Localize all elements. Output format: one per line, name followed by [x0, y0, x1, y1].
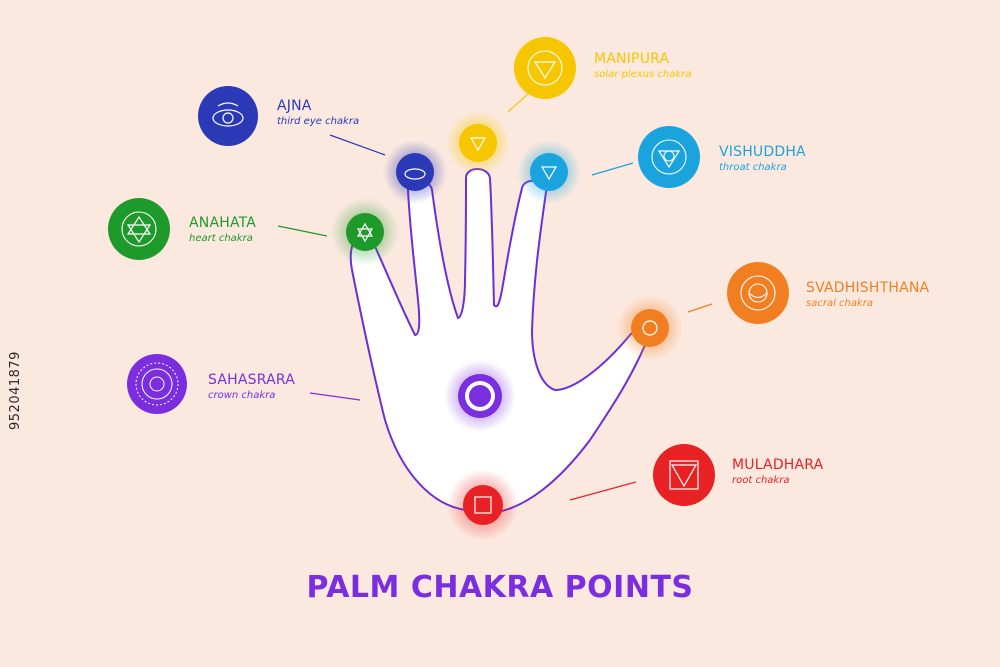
chakra-name-anahata: ANAHATA	[189, 215, 257, 231]
manipura-symbol-icon	[514, 37, 576, 99]
stock-id-text: 952041879	[8, 351, 23, 430]
leader-line-vishuddha	[591, 162, 634, 176]
muladhara-symbol-icon	[653, 444, 715, 506]
chakra-name-sahasrara: SAHASRARA	[208, 372, 295, 388]
label-sahasrara: SAHASRARA crown chakra	[208, 372, 295, 402]
chakra-subtitle-svadhishthana: sacral chakra	[806, 298, 874, 310]
ajna-symbol-icon	[198, 86, 258, 146]
chakra-subtitle-muladhara: root chakra	[732, 475, 790, 487]
label-vishuddha: VISHUDDHA throat chakra	[719, 144, 806, 174]
leader-line-muladhara	[569, 481, 637, 501]
label-manipura: MANIPURA solar plexus chakra	[594, 51, 692, 81]
label-muladhara: MULADHARA root chakra	[732, 457, 824, 487]
chakra-subtitle-ajna: third eye chakra	[277, 116, 360, 128]
svadhishthana-symbol-icon	[727, 262, 789, 324]
hand-point-anahata	[331, 198, 399, 266]
leader-lines	[277, 91, 713, 501]
label-anahata: ANAHATA heart chakra	[189, 215, 257, 245]
chakra-subtitle-manipura: solar plexus chakra	[594, 69, 692, 81]
chakra-subtitle-vishuddha: throat chakra	[719, 162, 787, 174]
leader-line-ajna	[329, 134, 386, 156]
leader-line-sahasrara	[309, 392, 361, 401]
page-title: PALM CHAKRA POINTS	[306, 570, 694, 605]
sahasrara-symbol-icon	[127, 354, 187, 414]
leader-line-svadhishthana	[687, 303, 713, 313]
leader-line-manipura	[507, 91, 531, 113]
label-svadhishthana: SVADHISHTHANA sacral chakra	[806, 280, 930, 310]
hand-point-svadhishthana	[617, 295, 683, 361]
chakra-subtitle-anahata: heart chakra	[189, 233, 253, 245]
anahata-symbol-icon	[108, 198, 170, 260]
chakra-name-manipura: MANIPURA	[594, 51, 670, 67]
chakra-name-vishuddha: VISHUDDHA	[719, 144, 806, 160]
leader-line-anahata	[277, 225, 328, 237]
hand-point-sahasrara	[444, 360, 516, 432]
vishuddha-symbol-icon	[638, 126, 700, 188]
chakra-name-svadhishthana: SVADHISHTHANA	[806, 280, 930, 296]
label-ajna: AJNA third eye chakra	[277, 98, 360, 128]
hand-point-muladhara	[447, 469, 519, 541]
hand-point-ajna	[383, 140, 447, 204]
hand-point-vishuddha	[517, 140, 581, 204]
chakra-name-muladhara: MULADHARA	[732, 457, 824, 473]
chakra-subtitle-sahasrara: crown chakra	[208, 390, 276, 402]
hand-point-manipura	[446, 111, 510, 175]
chakra-name-ajna: AJNA	[277, 98, 312, 114]
